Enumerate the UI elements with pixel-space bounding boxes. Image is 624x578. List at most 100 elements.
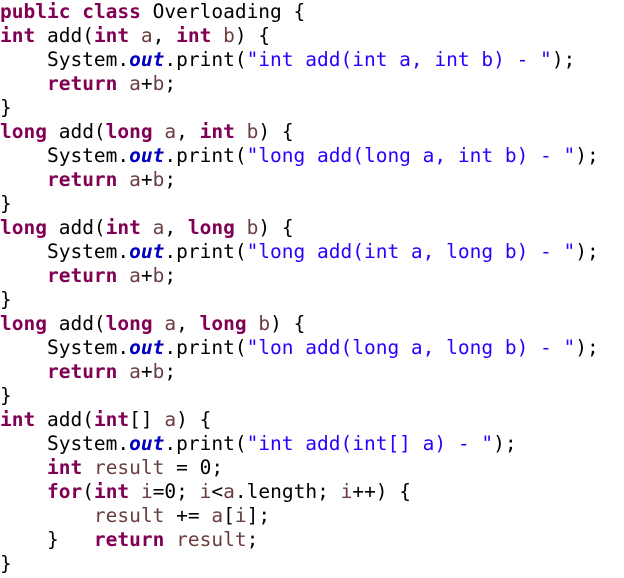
variable-token: a [164,408,177,431]
variable-token: b [152,168,165,191]
code-token: ( [82,480,94,503]
code-token [247,312,259,335]
field-token: out [129,336,165,359]
code-token [164,528,176,551]
keyword-token: long [105,312,153,335]
variable-token: i [199,480,212,503]
code-token: < [211,480,224,503]
code-line[interactable]: for(int i=0; i<a.length; i++) { [0,480,599,504]
code-line[interactable]: return a+b; [0,168,599,192]
field-token: out [129,48,165,71]
code-token: =0; [152,480,200,503]
code-token: += [164,504,212,527]
code-line[interactable]: return a+b; [0,264,599,288]
code-token: ) { [176,408,212,431]
keyword-token: long [105,120,153,143]
code-token [129,24,141,47]
code-line[interactable]: System.out.print("long add(int a, long b… [0,240,599,264]
code-line[interactable]: System.out.print("int add(int a, int b) … [0,48,599,72]
code-token: System. [0,48,130,71]
keyword-token: int [93,408,130,431]
variable-token: b [246,216,259,239]
variable-token: a [164,312,177,335]
code-token: ) { [234,24,271,47]
code-token: } [0,96,12,119]
variable-token: a [140,24,153,47]
keyword-token: return [46,72,118,95]
string-token: "long add(int a, long b) - " [246,240,576,263]
code-line[interactable]: long add(int a, long b) { [0,216,599,240]
code-line[interactable]: int add(int[] a) { [0,408,599,432]
code-token [0,360,47,383]
code-line[interactable]: result += a[i]; [0,504,599,528]
code-line[interactable]: return a+b; [0,360,599,384]
code-token: System. [0,336,130,359]
code-token: + [140,264,153,287]
keyword-token: long [0,120,47,143]
variable-token: result [93,456,165,479]
code-token: + [140,72,153,95]
code-token: ); [575,240,599,263]
keyword-token: long [0,216,47,239]
code-token [117,360,129,383]
field-token: out [129,144,165,167]
code-token: .print( [164,48,247,71]
keyword-token: return [46,168,118,191]
code-line[interactable]: int add(int a, int b) { [0,24,599,48]
variable-token: i [140,480,153,503]
code-token: } [0,192,12,215]
code-token [153,312,165,335]
code-token: add( [46,216,106,239]
code-token: add( [35,408,94,431]
variable-token: b [152,72,165,95]
variable-token: a [129,264,141,287]
code-line[interactable]: long add(long a, long b) { [0,312,599,336]
keyword-token: return [46,264,118,287]
code-line[interactable]: public class Overloading { [0,0,599,24]
code-line[interactable]: } [0,288,599,312]
keyword-token: int [46,456,83,479]
variable-token: i [340,480,353,503]
code-token: ]; [246,504,271,527]
code-token: } [0,528,94,551]
keyword-token: return [46,360,118,383]
variable-token: b [152,360,165,383]
string-token: "lon add(long a, long b) - " [246,336,576,359]
code-line[interactable]: } [0,384,599,408]
code-token: ; [164,360,177,383]
keyword-token: int [199,120,235,143]
code-line[interactable]: return a+b; [0,72,599,96]
code-line[interactable]: } [0,96,599,120]
string-token: "long add(long a, int b) - " [246,144,576,167]
keyword-token: int [105,216,141,239]
code-token [70,0,82,23]
variable-token: a [129,168,141,191]
variable-token: a [223,480,235,503]
code-token: .print( [164,432,247,455]
variable-token: i [234,504,247,527]
string-token: "int add(int[] a) - " [246,432,494,455]
code-line[interactable]: System.out.print("int add(int[] a) - "); [0,432,599,456]
code-token [117,168,129,191]
code-token: ; [164,264,177,287]
code-line[interactable]: } return result; [0,528,599,552]
variable-token: result [176,528,247,551]
code-token: } [0,552,12,575]
code-line[interactable]: System.out.print("lon add(long a, long b… [0,336,599,360]
code-line[interactable]: } [0,192,599,216]
code-token [129,480,141,503]
code-token [235,120,247,143]
code-token: ); [493,432,517,455]
code-line[interactable]: int result = 0; [0,456,599,480]
code-line[interactable]: System.out.print("long add(long a, int b… [0,144,599,168]
code-line[interactable]: long add(long a, int b) { [0,120,599,144]
code-line[interactable]: } [0,552,599,576]
code-token: ) { [270,312,306,335]
code-area[interactable]: public class Overloading {int add(int a,… [0,0,599,576]
variable-token: b [246,120,259,143]
code-token: add( [35,24,94,47]
code-token: + [140,168,153,191]
code-token [0,480,47,503]
code-token: Overloading { [140,0,306,23]
